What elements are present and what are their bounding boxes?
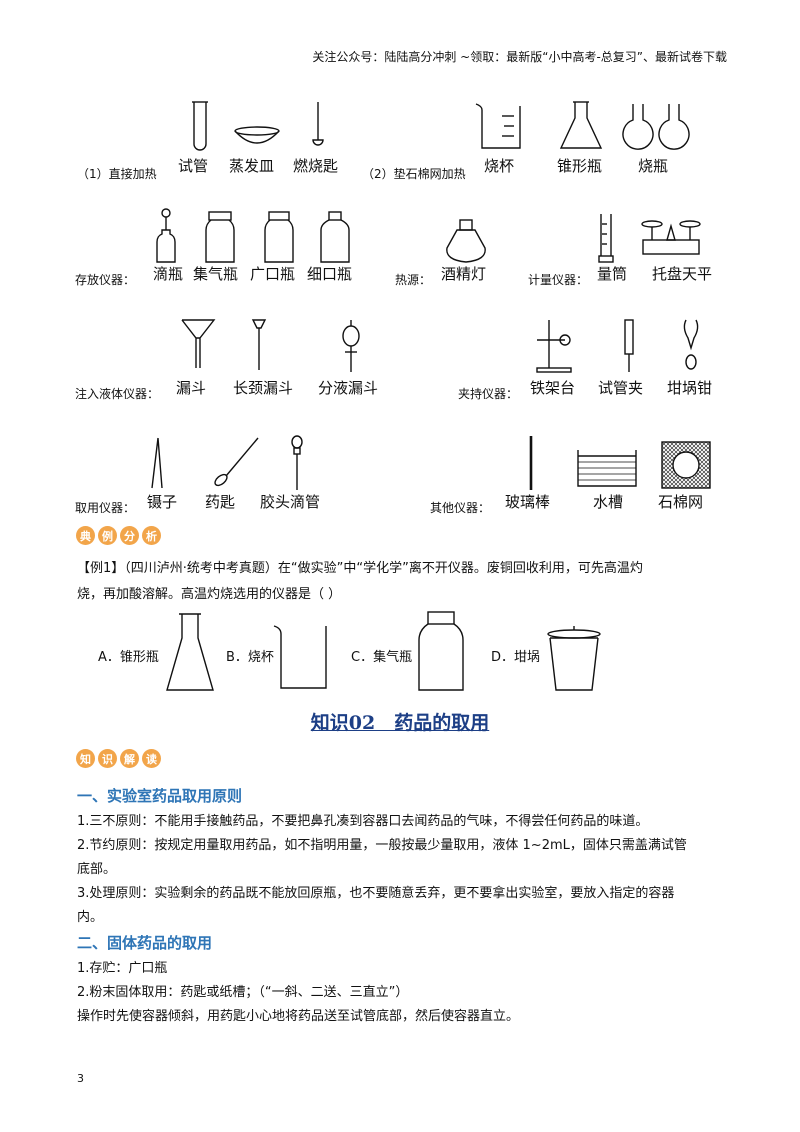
- alcohol-lamp-icon: [446, 219, 486, 263]
- funnel-name: 漏斗: [176, 379, 207, 397]
- long-neck-funnel-name: 长颈漏斗: [233, 379, 294, 397]
- glass-rod-icon: [529, 436, 533, 490]
- gauze-heat-label: （2）垫石棉网加热: [362, 167, 466, 181]
- round-flask-icon: [622, 104, 690, 150]
- balance-name: 托盘天平: [652, 265, 713, 283]
- section1-line3-cont: 内。: [77, 910, 104, 925]
- crucible-tongs-name: 坩埚钳: [667, 379, 713, 397]
- example-question-line2: 烧，再加酸溶解。高温灼烧选用的仪器是（ ）: [77, 587, 342, 602]
- option-b-beaker-icon: [273, 625, 327, 689]
- narrow-mouth-bottle-icon: [320, 211, 350, 263]
- medicine-spoon-icon: [214, 437, 259, 487]
- badge-char: 例: [98, 526, 117, 545]
- page-header: 关注公众号：陆陆高分冲刺 ~领取：最新版“小中高考-总复习”、最新试卷下载: [312, 50, 727, 64]
- gas-jar-icon: [205, 211, 235, 263]
- badge-char: 分: [120, 526, 139, 545]
- section1-line2-cont: 底部。: [77, 862, 117, 877]
- option-d-crucible-icon: [547, 626, 601, 691]
- funnel-icon: [181, 319, 216, 368]
- take-instrument-label: 取用仪器：: [75, 501, 136, 515]
- section2-title: 二、固体药品的取用: [77, 934, 213, 952]
- tweezers-name: 镊子: [147, 493, 178, 511]
- beaker-name: 烧杯: [484, 157, 515, 175]
- asbestos-gauze-name: 石棉网: [658, 493, 704, 511]
- option-c: C．集气瓶: [351, 650, 413, 665]
- gas-jar-name: 集气瓶: [193, 265, 239, 283]
- section2-line3: 操作时先使容器倾斜，用药匙小心地将药品送至试管底部，然后使容器直立。: [77, 1009, 520, 1024]
- wide-mouth-bottle-icon: [264, 211, 294, 263]
- example-question-line1: 【例1】（四川泸州·统考中考真题）在“做实验”中“学化学”离不开仪器。废铜回收利…: [77, 561, 643, 576]
- test-tube-name: 试管: [178, 157, 209, 175]
- option-d: D．坩埚: [491, 650, 541, 665]
- medicine-spoon-name: 药匙: [205, 493, 236, 511]
- option-a-conical-flask-icon: [166, 613, 214, 691]
- section1-line1: 1.三不原则：不能用手接触药品，不要把鼻孔凑到容器口去闻药品的气味，不得尝任何药…: [77, 814, 649, 829]
- option-b: B．烧杯: [226, 650, 274, 665]
- section1-line3: 3.处理原则：实验剩余的药品既不能放回原瓶，也不要随意丢弃，更不要拿出实验室，要…: [77, 886, 675, 901]
- badge-char: 典: [76, 526, 95, 545]
- section1-title: 一、实验室药品取用原则: [77, 787, 243, 805]
- conical-flask-icon: [559, 101, 603, 149]
- heat-source-label: 热源：: [395, 273, 432, 287]
- long-neck-funnel-icon: [251, 319, 267, 370]
- combustion-spoon-icon: [312, 102, 324, 146]
- measuring-label: 计量仪器：: [528, 273, 589, 287]
- tweezers-icon: [151, 437, 163, 489]
- narrow-mouth-bottle-name: 细口瓶: [307, 265, 353, 283]
- separating-funnel-name: 分液漏斗: [318, 379, 379, 397]
- storage-label: 存放仪器：: [75, 273, 136, 287]
- balance-icon: [641, 220, 701, 255]
- evaporating-dish-icon: [234, 126, 280, 144]
- knowledge-reading-badge: 知 识 解 读: [76, 749, 161, 768]
- asbestos-gauze-icon: [661, 441, 711, 489]
- badge-char: 知: [76, 749, 95, 768]
- dropper-name: 胶头滴管: [260, 493, 321, 511]
- badge-char: 析: [142, 526, 161, 545]
- alcohol-lamp-name: 酒精灯: [441, 265, 487, 283]
- badge-char: 读: [142, 749, 161, 768]
- option-a: A．锥形瓶: [98, 650, 159, 665]
- glass-rod-name: 玻璃棒: [505, 493, 551, 511]
- knowledge-title: 知识02 药品的取用: [310, 712, 490, 734]
- conical-flask-name: 锥形瓶: [557, 157, 603, 175]
- test-tube-clamp-name: 试管夹: [598, 379, 644, 397]
- example-analysis-badge: 典 例 分 析: [76, 526, 161, 545]
- option-c-gas-jar-icon: [418, 611, 464, 691]
- water-trough-name: 水槽: [593, 493, 624, 511]
- section1-line2: 2.节约原则：按规定用量取用药品，如不指明用量，一般按最少量取用，液体 1~2m…: [77, 838, 687, 853]
- wide-mouth-bottle-name: 广口瓶: [250, 265, 296, 283]
- dropper-bottle-icon: [156, 208, 176, 263]
- badge-char: 识: [98, 749, 117, 768]
- test-tube-clamp-icon: [624, 319, 634, 372]
- clamp-label: 夹持仪器：: [458, 387, 519, 401]
- iron-stand-icon: [536, 320, 572, 373]
- badge-char: 解: [120, 749, 139, 768]
- water-trough-icon: [577, 450, 637, 487]
- liquid-inject-label: 注入液体仪器：: [75, 387, 160, 401]
- graduated-cylinder-icon: [598, 214, 614, 263]
- separating-funnel-icon: [342, 320, 360, 372]
- graduated-cylinder-name: 量筒: [597, 265, 628, 283]
- combustion-spoon-name: 燃烧匙: [293, 157, 339, 175]
- iron-stand-name: 铁架台: [530, 379, 576, 397]
- page-number: 3: [77, 1072, 84, 1085]
- crucible-tongs-icon: [683, 319, 699, 370]
- direct-heat-label: （1）直接加热: [77, 167, 157, 181]
- section2-line2: 2.粉末固体取用：药匙或纸槽；（“一斜、二送、三直立”）: [77, 985, 409, 1000]
- evaporating-dish-name: 蒸发皿: [229, 157, 275, 175]
- dropper-icon: [291, 435, 303, 490]
- test-tube-icon: [192, 101, 208, 151]
- round-flask-name: 烧瓶: [638, 157, 669, 175]
- other-instrument-label: 其他仪器：: [430, 501, 491, 515]
- section2-line1: 1.存贮：广口瓶: [77, 961, 168, 976]
- dropper-bottle-name: 滴瓶: [153, 265, 184, 283]
- beaker-icon: [475, 103, 521, 149]
